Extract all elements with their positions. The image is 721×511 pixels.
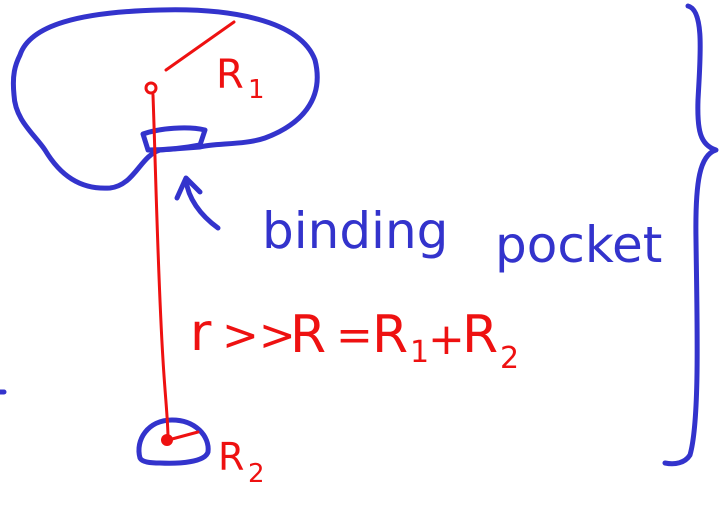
equation: r >> R = R 1 + R 2 <box>190 303 519 376</box>
pocket-arrow-head <box>174 175 203 201</box>
label-r1-subscript: 1 <box>248 75 265 105</box>
eq-much-greater: >> <box>222 310 296 361</box>
eq-plus: + <box>428 314 465 365</box>
radius-r1-line <box>164 20 236 72</box>
eq-r: r <box>190 303 212 363</box>
eq-R1: R <box>372 305 408 365</box>
center-point-large <box>144 81 158 95</box>
eq-R2: R <box>462 305 498 365</box>
label-pocket: pocket <box>495 216 662 274</box>
small-molecule-outline <box>136 417 211 466</box>
eq-R2-subscript: 2 <box>500 341 519 376</box>
label-r2: R <box>218 435 244 479</box>
label-r2-subscript: 2 <box>248 459 265 489</box>
label-binding: binding <box>262 202 448 260</box>
large-molecule-outline <box>10 7 320 191</box>
eq-equals: = <box>336 310 373 361</box>
label-r1: R <box>216 52 244 98</box>
eq-R1-subscript: 1 <box>410 335 429 370</box>
binding-pocket-shape <box>140 125 208 153</box>
distance-r-line <box>151 93 170 440</box>
radius-r2-line <box>170 430 200 441</box>
eq-R: R <box>290 305 326 365</box>
pocket-arrow <box>183 177 221 231</box>
center-point-small <box>161 434 173 446</box>
right-brace <box>662 3 719 467</box>
